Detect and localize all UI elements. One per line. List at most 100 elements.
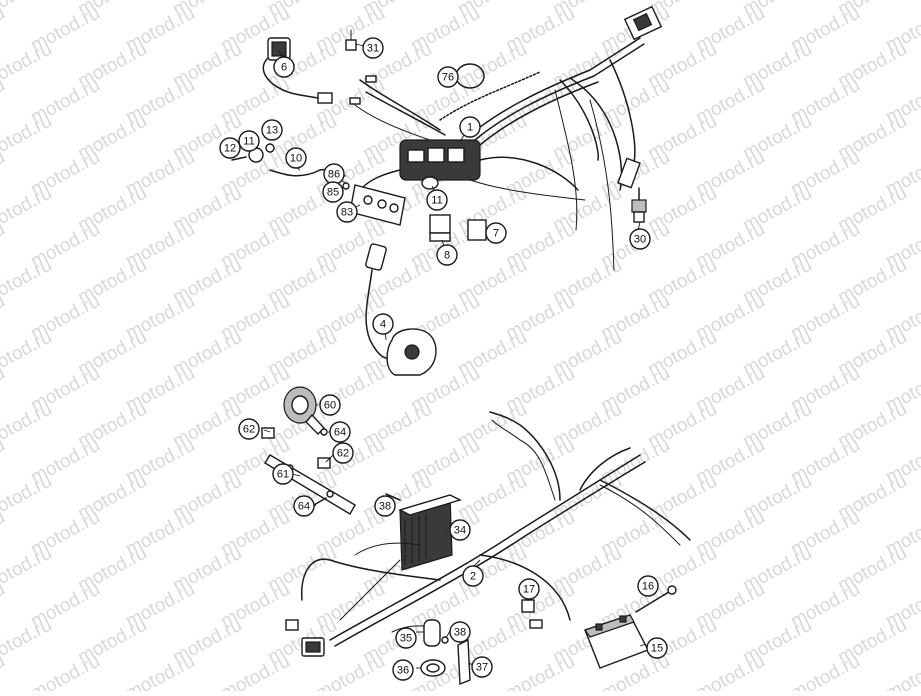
part-35-capacitor <box>391 619 441 647</box>
callout-number: 11 <box>431 195 442 207</box>
callout-circle <box>437 66 459 88</box>
callout-circle <box>285 147 307 169</box>
callout-circle <box>372 313 394 335</box>
callout-7: 7 <box>485 222 507 244</box>
part-37-bracket <box>441 636 471 686</box>
callout-number: 36 <box>397 665 409 677</box>
callout-number: 83 <box>341 207 353 219</box>
callout-86: 86 <box>323 163 345 185</box>
part-34-voltage-regulator <box>385 493 462 571</box>
watermark-text: motod.ru <box>312 651 388 691</box>
callout-64: 64 <box>293 495 315 517</box>
callout-circle <box>336 201 358 223</box>
callout-number: 37 <box>476 662 488 674</box>
callout-circle <box>449 519 471 541</box>
callout-35: 35 <box>395 627 417 649</box>
part-60-horn <box>283 386 325 435</box>
callout-number: 17 <box>523 584 535 596</box>
callout-38: 38 <box>374 495 396 517</box>
callout-number: 62 <box>243 424 255 436</box>
callout-17: 17 <box>518 578 540 600</box>
callout-1: 1 <box>459 116 481 138</box>
watermark-text: motod.ru <box>0 183 56 237</box>
callout-64: 64 <box>329 421 351 443</box>
callout-circle <box>462 565 484 587</box>
callout-37: 37 <box>471 656 493 678</box>
callout-16: 16 <box>637 575 659 597</box>
watermark-text: motod.ru <box>0 399 56 453</box>
callout-number: 6 <box>281 62 287 74</box>
callout-circle <box>436 244 458 266</box>
watermark-text: motod.ru <box>27 651 103 691</box>
callout-circle <box>374 495 396 517</box>
callout-76: 76 <box>437 66 459 88</box>
callout-number: 76 <box>442 72 454 84</box>
callout-83: 83 <box>336 201 358 223</box>
part-31-fastener <box>345 29 357 51</box>
callout-number: 86 <box>328 169 340 181</box>
callout-number: 16 <box>642 581 654 593</box>
watermark-text: motod.ru <box>0 255 56 309</box>
callout-60: 60 <box>319 394 341 416</box>
callout-circle <box>449 621 471 643</box>
watermark-text: motod.ru <box>0 543 56 597</box>
callout-circle <box>518 578 540 600</box>
callout-number: 30 <box>634 234 646 246</box>
callout-number: 7 <box>493 228 499 240</box>
callout-circle <box>329 421 351 443</box>
callout-30: 30 <box>629 228 651 250</box>
watermark-text: motod.ru <box>0 0 56 20</box>
part-16-bolt <box>635 585 677 613</box>
part-6-ignition-coil <box>262 37 333 104</box>
callout-number: 15 <box>651 643 663 655</box>
callout-circle <box>261 119 283 141</box>
callout-61: 61 <box>272 463 294 485</box>
callout-number: 12 <box>224 143 236 155</box>
part-4-ignition-switch <box>365 243 437 376</box>
callout-number: 85 <box>327 187 339 199</box>
callout-number: 34 <box>454 525 466 537</box>
callout-circle <box>485 222 507 244</box>
main-wiring-harness <box>349 5 663 271</box>
part-36-ring <box>420 659 446 677</box>
callout-6: 6 <box>273 56 295 78</box>
watermark-text: motod.ru <box>217 651 293 691</box>
callout-10: 10 <box>285 147 307 169</box>
callout-62: 62 <box>332 442 354 464</box>
callout-circle <box>395 627 417 649</box>
callout-number: 62 <box>337 448 349 460</box>
callout-number: 60 <box>324 400 336 412</box>
callout-circle <box>293 495 315 517</box>
callout-number: 38 <box>379 501 391 513</box>
callout-number: 10 <box>290 153 302 165</box>
callout-number: 31 <box>367 43 379 55</box>
callout-number: 13 <box>266 125 278 137</box>
watermark-text: motod.ru <box>692 651 768 691</box>
callout-8: 8 <box>436 244 458 266</box>
callout-11: 11 <box>238 130 260 152</box>
callout-36: 36 <box>392 659 414 681</box>
callout-38: 38 <box>449 621 471 643</box>
part-15-battery <box>584 614 649 669</box>
callout-number: 64 <box>298 501 310 513</box>
callout-number: 38 <box>454 627 466 639</box>
callout-4: 4 <box>372 313 394 335</box>
callout-circle <box>332 442 354 464</box>
callout-number: 8 <box>444 250 450 262</box>
callout-circle <box>629 228 651 250</box>
callout-13: 13 <box>261 119 283 141</box>
callout-number: 2 <box>470 571 476 583</box>
callout-circle <box>637 575 659 597</box>
callout-circle <box>272 463 294 485</box>
watermark-text: motod.ru <box>0 327 56 381</box>
callout-number: 64 <box>334 427 346 439</box>
callout-11: 11 <box>426 189 448 211</box>
callout-number: 35 <box>400 633 412 645</box>
callout-circle <box>646 637 668 659</box>
callout-number: 4 <box>380 319 386 331</box>
callout-circle <box>392 659 414 681</box>
callout-12: 12 <box>219 137 241 159</box>
callout-number: 61 <box>277 469 289 481</box>
